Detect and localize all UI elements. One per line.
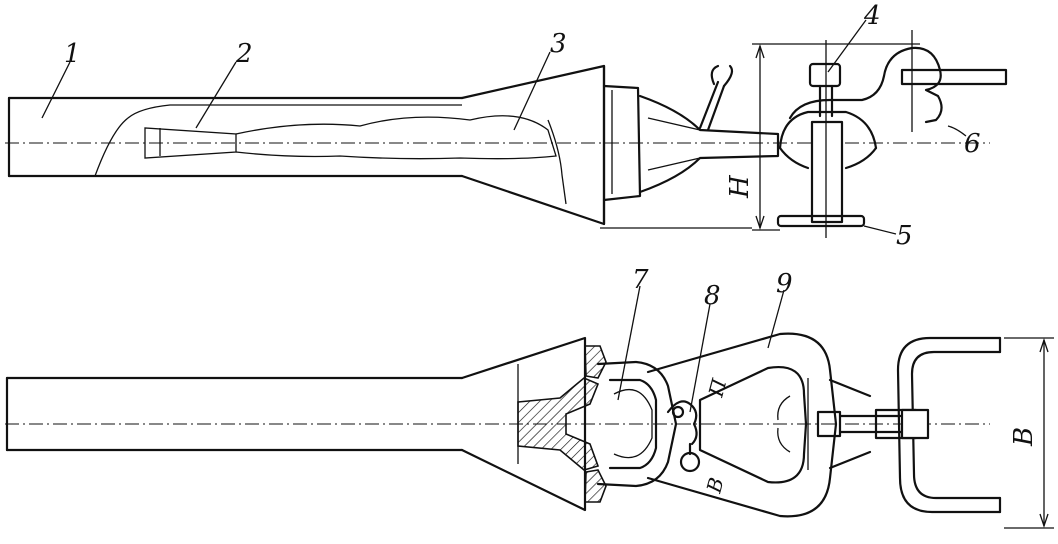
label-3: 3 xyxy=(550,29,567,59)
labels: 1 2 3 4 5 6 7 8 9 H B П В xyxy=(64,1,1039,496)
label-4: 4 xyxy=(863,1,881,31)
lever-handle xyxy=(698,64,734,132)
dimension-H xyxy=(600,43,920,231)
screw-jack-part-4 xyxy=(778,40,878,238)
label-6: 6 xyxy=(964,129,981,159)
label-9: 9 xyxy=(776,269,793,299)
cone-part-3 xyxy=(460,64,606,226)
plan-cut-section xyxy=(517,345,607,503)
plan-view xyxy=(5,332,1054,529)
hook-part-6 xyxy=(788,30,1008,132)
plan-tube xyxy=(5,376,464,452)
dimension-B xyxy=(1004,337,1054,529)
label-2: 2 xyxy=(235,39,253,69)
inner-rod-part-2 xyxy=(144,115,557,160)
label-dimension-B: B xyxy=(1009,427,1039,447)
leader-lines xyxy=(41,19,967,413)
label-8: 8 xyxy=(704,281,721,311)
clevis-part-7 xyxy=(596,360,678,488)
tube-part-1 xyxy=(7,96,464,178)
jack-foot-part-5 xyxy=(776,214,866,228)
label-7: 7 xyxy=(632,265,649,295)
side-view xyxy=(5,30,1008,238)
latch-part-8 xyxy=(666,400,701,473)
u-hook xyxy=(896,336,1002,514)
label-dimension-H: H xyxy=(725,174,755,199)
label-1: 1 xyxy=(64,39,81,69)
mark-V: В xyxy=(701,475,728,496)
coupling-pin xyxy=(816,378,918,470)
label-5: 5 xyxy=(896,221,913,251)
clevis-block xyxy=(602,84,780,202)
loop-part-9 xyxy=(646,332,838,518)
